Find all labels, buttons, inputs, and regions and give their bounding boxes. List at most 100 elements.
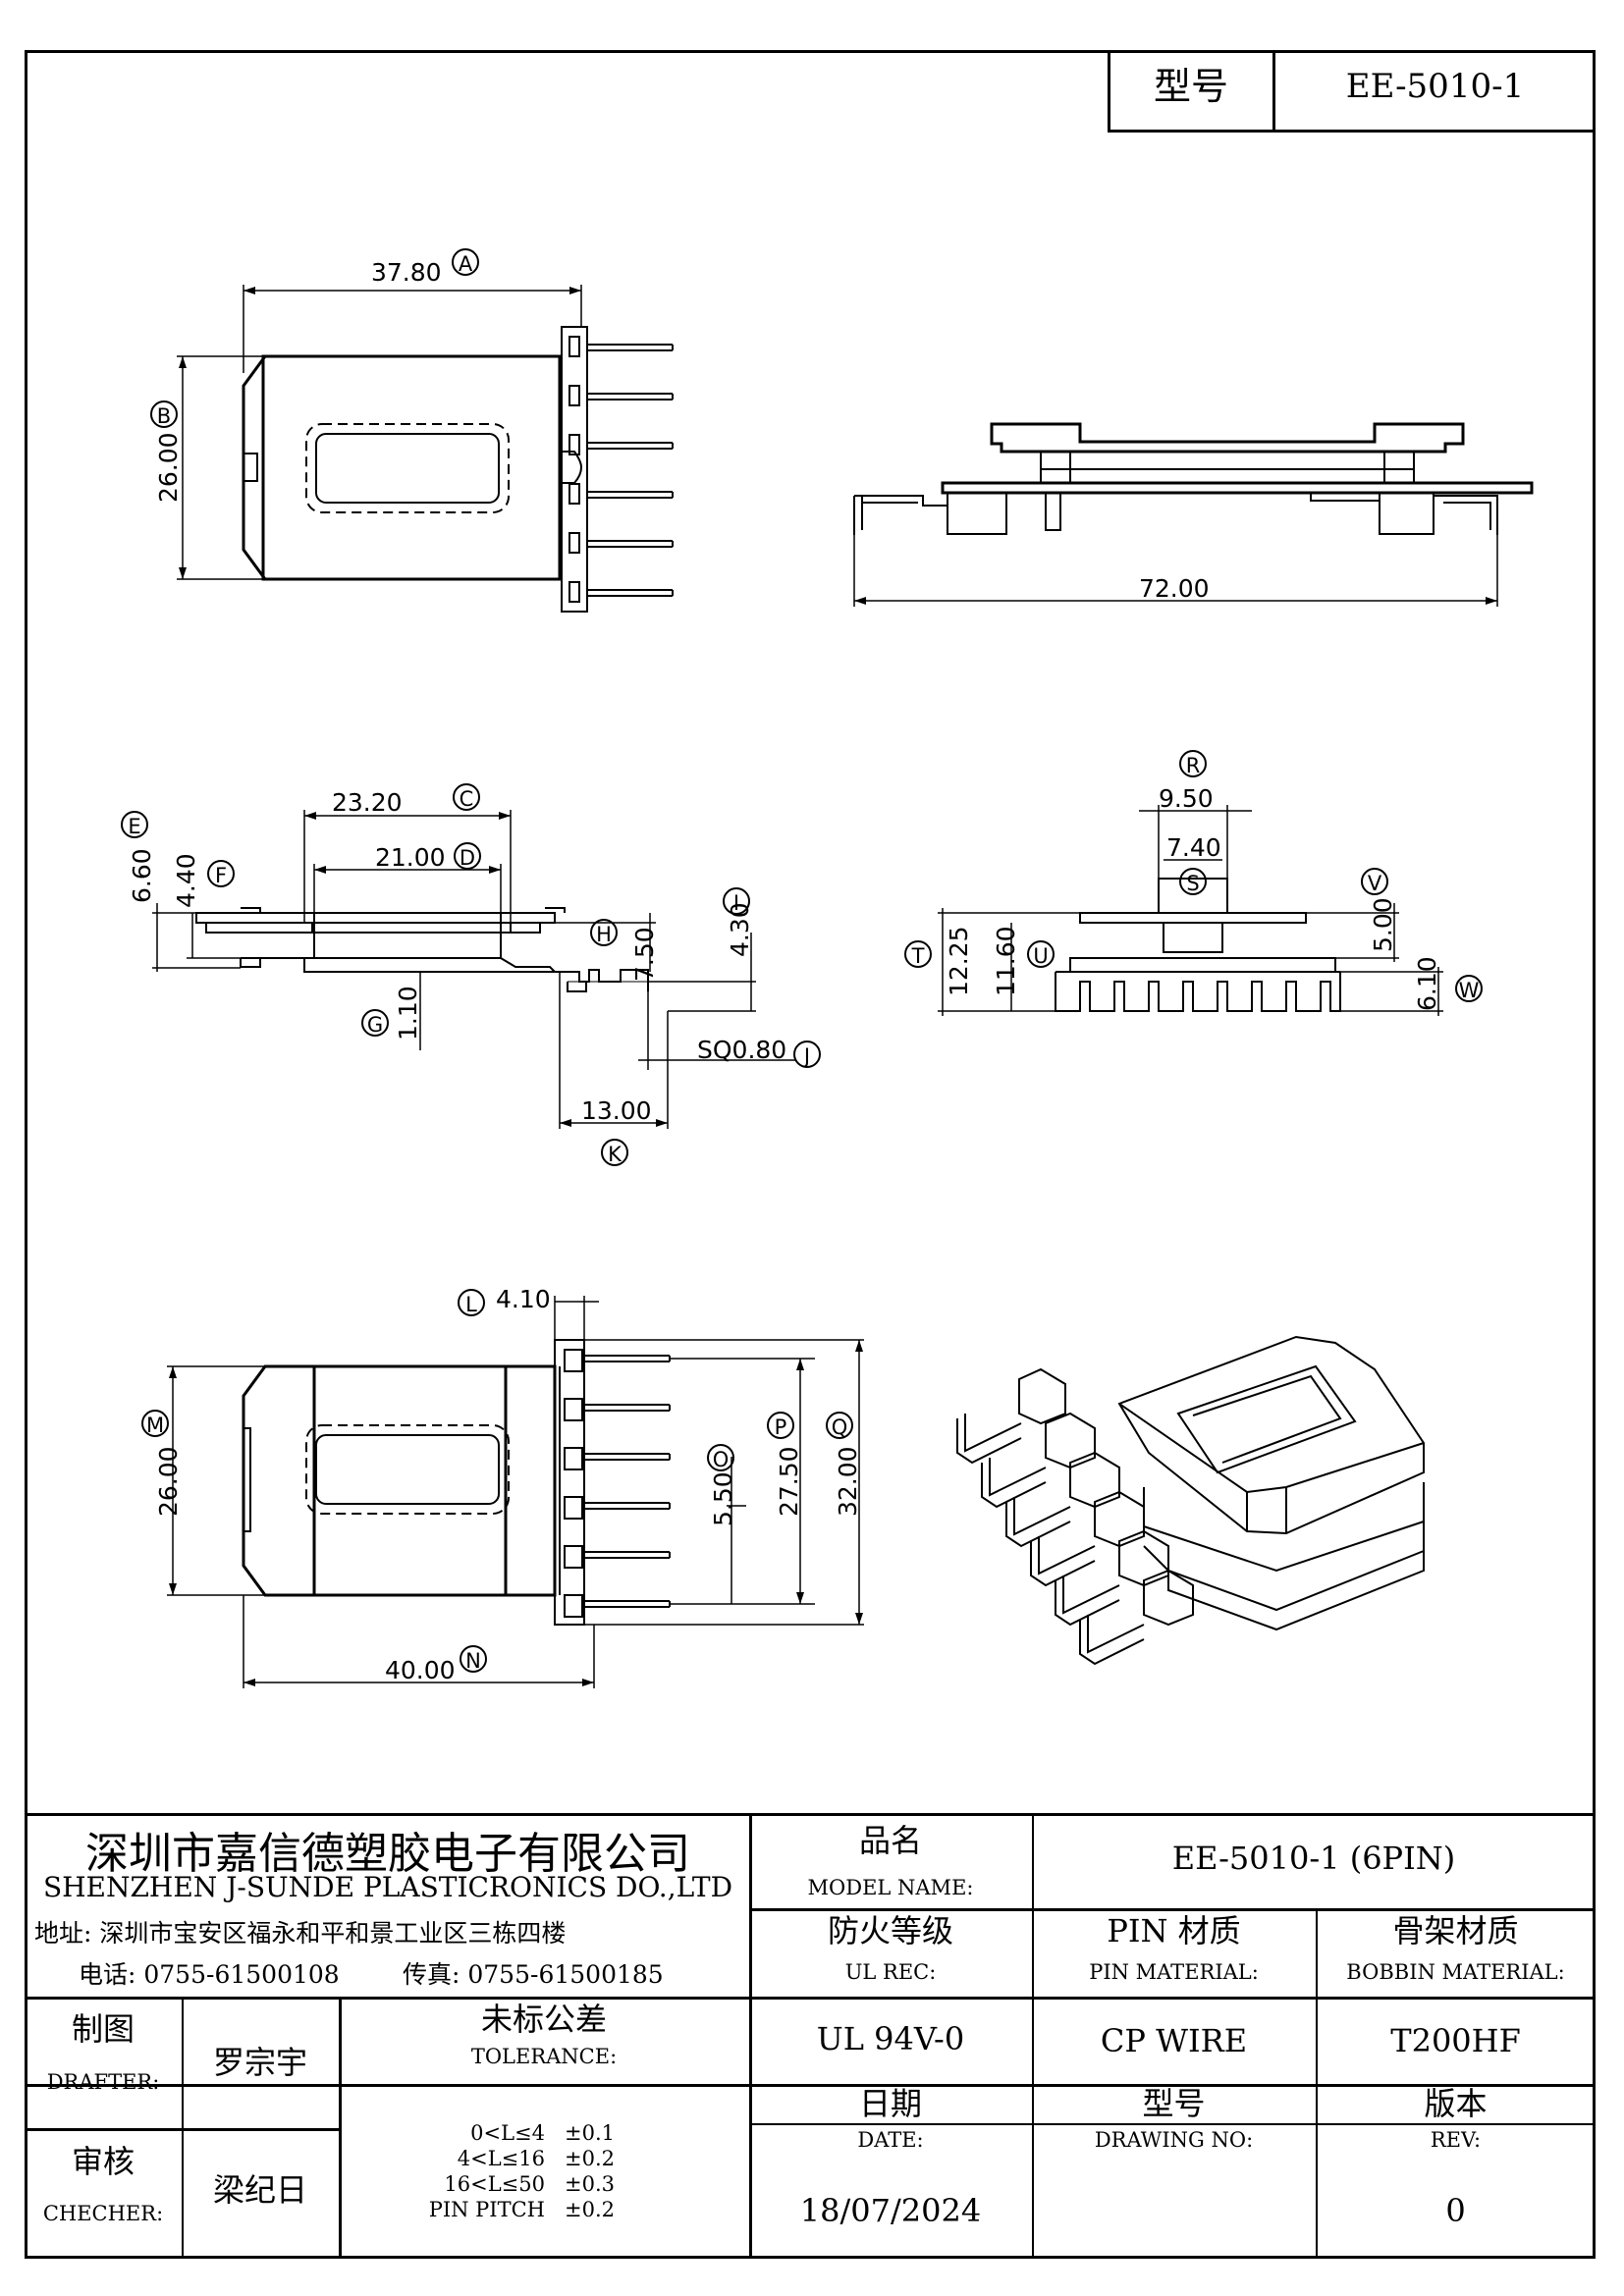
tb-vline-1 bbox=[749, 1813, 752, 2259]
tb-line-top bbox=[25, 1813, 1596, 1816]
drawing-frame bbox=[25, 50, 1596, 2259]
drafter-label-cn: 制图 bbox=[71, 2010, 135, 2048]
tolerance-row: 0<L≤4±0.1 bbox=[470, 2121, 615, 2145]
dim-Q-tag: Q bbox=[832, 1415, 848, 1439]
dim-P-tag: P bbox=[775, 1415, 787, 1439]
dim-J-tag: J bbox=[802, 1044, 810, 1068]
dim-Q-value: 32.00 bbox=[834, 1446, 862, 1517]
dim-J-value: SQ0.80 bbox=[697, 1036, 786, 1064]
company-name-en: SHENZHEN J-SUNDE PLASTICRONICS DO.,LTD bbox=[42, 1871, 733, 1903]
dim-B-value: 26.00 bbox=[154, 432, 183, 503]
dim-K-tag: K bbox=[608, 1143, 623, 1166]
dim-N-tag: N bbox=[465, 1649, 481, 1673]
tolerance-table: 0<L≤4±0.1 4<L≤16±0.2 16<L≤50±0.3 PIN PIT… bbox=[339, 2120, 749, 2222]
date-value: 18/07/2024 bbox=[799, 2192, 982, 2229]
company-phone: 电话: 0755-61500108 bbox=[79, 1960, 340, 1989]
date-label-cn: 日期 bbox=[858, 2085, 922, 2122]
dim-W-tag: W bbox=[1459, 979, 1480, 1002]
dim-H-value: 7.50 bbox=[630, 927, 659, 982]
top-view-pins bbox=[561, 326, 674, 613]
dim-E-value: 6.60 bbox=[128, 848, 156, 903]
dim-P-value: 27.50 bbox=[775, 1446, 803, 1517]
company-name-cn: 深圳市嘉信德塑胶电子有限公司 bbox=[85, 1829, 690, 1879]
dim-M-tag: M bbox=[146, 1414, 164, 1437]
tb-line-4 bbox=[25, 2084, 1596, 2087]
rev-value: 0 bbox=[1445, 2192, 1466, 2229]
ul-rec-label-en: UL REC: bbox=[844, 1960, 937, 1984]
dim-T-value: 12.25 bbox=[945, 926, 973, 996]
dim-R-tag: R bbox=[1186, 754, 1201, 777]
dim-S-value: 7.40 bbox=[1166, 833, 1221, 862]
dim-N-value: 40.00 bbox=[385, 1656, 456, 1684]
dim-R-value: 9.50 bbox=[1159, 784, 1214, 813]
top-view bbox=[177, 285, 674, 613]
header-divider bbox=[1272, 50, 1275, 133]
tolerance-row: 16<L≤50±0.3 bbox=[444, 2172, 615, 2196]
dim-D-tag: D bbox=[460, 846, 475, 870]
checker-value: 梁纪日 bbox=[212, 2171, 307, 2209]
dim-72-value: 72.00 bbox=[1139, 574, 1210, 603]
dim-C-tag: C bbox=[460, 787, 474, 811]
model-name-label-en: MODEL NAME: bbox=[807, 1876, 974, 1899]
header-model-box bbox=[1108, 50, 1596, 133]
model-name-value: EE-5010-1 (6PIN) bbox=[1171, 1840, 1456, 1877]
ul-rec-value: UL 94V-0 bbox=[816, 2020, 965, 2057]
dim-O-value: 5.50 bbox=[709, 1471, 737, 1526]
dim-O-tag: O bbox=[713, 1448, 730, 1471]
tolerance-label-cn: 未标公差 bbox=[480, 2001, 607, 2038]
rev-label-cn: 版本 bbox=[1424, 2085, 1488, 2122]
tb-vline-3 bbox=[1316, 1908, 1318, 2259]
dim-W-value: 6.10 bbox=[1413, 956, 1441, 1011]
drafter-value: 罗宗宇 bbox=[212, 2044, 307, 2081]
tolerance-row: PIN PITCH±0.2 bbox=[428, 2198, 615, 2221]
isometric-pins bbox=[956, 1367, 1194, 1666]
tb-line-5 bbox=[749, 2123, 1596, 2125]
dim-U-value: 11.60 bbox=[992, 926, 1020, 996]
dim-I-value: 4.30 bbox=[726, 902, 754, 957]
tolerance-row: 4<L≤16±0.2 bbox=[457, 2147, 615, 2170]
bottom-view bbox=[242, 1339, 671, 1626]
dim-G-value: 1.10 bbox=[394, 986, 422, 1041]
dim-I-tag: I bbox=[733, 891, 739, 915]
drawing-no-label-en: DRAWING NO: bbox=[1094, 2128, 1254, 2152]
tolerance-label-en: TOLERANCE: bbox=[470, 2045, 618, 2068]
dim-A-tag: A bbox=[459, 252, 473, 276]
model-name-label-cn: 品名 bbox=[858, 1822, 922, 1859]
ul-rec-label-cn: 防火等级 bbox=[827, 1912, 953, 1949]
dim-D-value: 21.00 bbox=[375, 843, 446, 872]
dim-T-tag: T bbox=[911, 944, 925, 968]
drawing-no-label-cn: 型号 bbox=[1142, 2085, 1206, 2122]
dim-F-tag: F bbox=[215, 864, 227, 887]
pin-material-value: CP WIRE bbox=[1100, 2022, 1248, 2059]
dim-L-tag: L bbox=[465, 1293, 477, 1316]
date-label-en: DATE: bbox=[857, 2128, 924, 2152]
dim-L-value: 4.10 bbox=[496, 1285, 551, 1313]
bottom-view-pins bbox=[554, 1339, 671, 1626]
header-model-value: EE-5010-1 bbox=[1345, 67, 1525, 106]
header-model-label: 型号 bbox=[1153, 65, 1228, 108]
dim-C-value: 23.20 bbox=[332, 788, 403, 817]
dim-F-value: 4.40 bbox=[172, 853, 200, 908]
company-address: 地址: 深圳市宝安区福永和平和景工业区三栋四楼 bbox=[34, 1919, 567, 1948]
tb-line-7 bbox=[339, 2084, 749, 2086]
tb-vline-2 bbox=[1032, 1813, 1034, 2259]
tb-line-2 bbox=[749, 1908, 1596, 1911]
tb-line-3 bbox=[25, 1997, 1596, 2000]
pin-material-label-cn: PIN 材质 bbox=[1107, 1912, 1241, 1949]
pin-material-label-en: PIN MATERIAL: bbox=[1089, 1960, 1259, 1984]
drafter-label-en: DRAFTER: bbox=[46, 2070, 160, 2094]
end-view bbox=[1055, 878, 1341, 1012]
dim-H-tag: H bbox=[596, 923, 612, 946]
dim-M-value: 26.00 bbox=[154, 1446, 183, 1517]
tb-vline-4 bbox=[182, 1997, 184, 2259]
checker-label-en: CHECHER: bbox=[42, 2202, 164, 2225]
dim-V-value: 5.00 bbox=[1369, 897, 1397, 952]
dim-E-tag: E bbox=[128, 815, 140, 838]
bobbin-material-label-cn: 骨架材质 bbox=[1392, 1912, 1519, 1949]
company-fax: 传真: 0755-61500185 bbox=[403, 1960, 664, 1989]
isometric-view bbox=[956, 1335, 1425, 1666]
front-view bbox=[195, 907, 649, 992]
bobbin-material-value: T200HF bbox=[1390, 2022, 1521, 2059]
